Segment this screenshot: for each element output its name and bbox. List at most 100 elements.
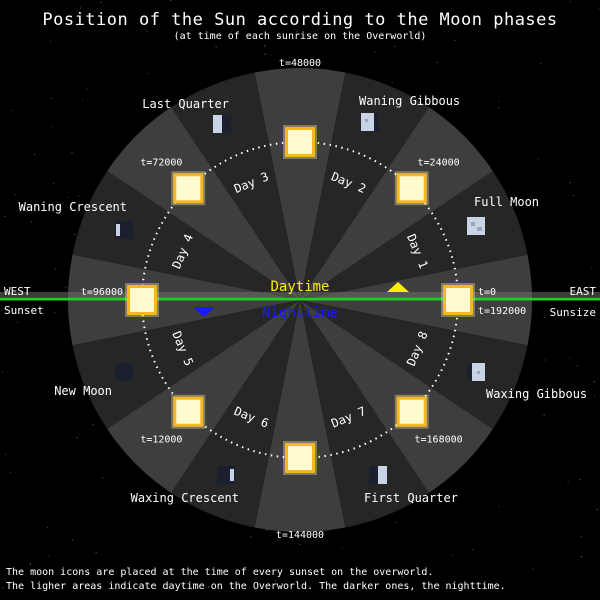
tick-label: t=96000 <box>81 287 123 298</box>
star <box>396 521 398 523</box>
first-quarter-moon-icon <box>369 466 387 484</box>
west-label: WEST <box>4 285 31 298</box>
waxing-gibbous-moon-icon <box>467 363 485 381</box>
tick-label: t=0 <box>478 287 496 298</box>
star <box>31 221 32 223</box>
star <box>293 38 294 40</box>
tick-label: t=168000 <box>415 435 463 446</box>
waxing-crescent-moon-icon <box>217 466 235 484</box>
nighttime-sector <box>171 72 300 301</box>
star <box>543 414 545 416</box>
daytime-sector <box>254 68 346 300</box>
tick-label: t=48000 <box>279 58 321 69</box>
star <box>498 101 500 103</box>
star <box>34 154 36 156</box>
star <box>92 424 94 426</box>
star <box>2 587 4 589</box>
star <box>544 359 546 361</box>
star <box>573 195 575 196</box>
tick-label: t=72000 <box>140 157 182 168</box>
moon-phase-label: Waxing Gibbous <box>486 387 587 401</box>
star <box>76 437 78 439</box>
nighttime-sector <box>72 171 301 300</box>
star <box>452 554 454 556</box>
star <box>498 505 500 507</box>
star <box>147 73 149 75</box>
waning-gibbous-moon-icon <box>361 113 379 131</box>
star <box>472 548 474 550</box>
tick-label: t=192000 <box>478 306 526 317</box>
star <box>95 552 97 554</box>
star <box>580 536 582 538</box>
nighttime-sector <box>300 300 528 429</box>
star <box>498 107 500 108</box>
star <box>540 62 542 64</box>
star <box>567 481 569 483</box>
sun-icon <box>171 171 206 206</box>
star <box>594 381 595 383</box>
star <box>5 453 7 455</box>
star <box>402 576 404 578</box>
star <box>55 296 57 298</box>
star <box>51 97 52 99</box>
star <box>569 357 571 359</box>
star <box>146 30 148 32</box>
star <box>570 1 571 3</box>
star <box>270 54 272 56</box>
sun-icon <box>171 394 206 429</box>
star <box>4 215 6 217</box>
star <box>543 316 545 318</box>
tick-labels: t=0t=192000t=24000t=48000t=72000t=96000t… <box>81 58 526 541</box>
star <box>569 182 571 184</box>
moon-phase-label: Waning Crescent <box>19 200 127 214</box>
sun-markers <box>125 125 475 475</box>
daytime-sector <box>300 107 493 300</box>
star <box>47 555 49 557</box>
star <box>342 548 344 550</box>
star <box>71 152 73 154</box>
star <box>275 580 277 582</box>
star <box>208 586 210 588</box>
star <box>596 509 598 510</box>
star <box>374 51 376 53</box>
star <box>250 536 252 538</box>
star <box>54 268 56 270</box>
star <box>591 267 593 269</box>
footer-note-2: The ligher areas indicate daytime on the… <box>6 581 506 592</box>
waning-crescent-moon-icon <box>115 221 133 239</box>
daytime-sector <box>107 300 300 493</box>
moon-phase-label: New Moon <box>54 384 112 398</box>
star <box>170 0 172 1</box>
star <box>72 539 74 541</box>
star <box>67 196 69 198</box>
star <box>454 40 456 41</box>
star <box>215 46 217 48</box>
star <box>299 543 301 545</box>
moon-phase-label: First Quarter <box>364 491 458 505</box>
star <box>521 392 523 394</box>
sun-icon <box>125 283 159 317</box>
moon-phase-label: Waning Gibbous <box>359 94 460 108</box>
star <box>51 126 53 128</box>
star <box>594 395 596 397</box>
star <box>30 563 31 565</box>
sun-icon <box>283 125 317 159</box>
terrain-strip <box>0 292 600 297</box>
sun-icon <box>394 394 429 429</box>
star <box>74 234 76 236</box>
last-quarter-moon-icon <box>213 115 231 133</box>
sunset-label: Sunset <box>4 304 44 317</box>
daytime-sector <box>107 107 300 300</box>
moon-phase-label: Full Moon <box>474 195 539 209</box>
star <box>53 183 54 185</box>
star <box>264 45 266 47</box>
star <box>49 12 51 14</box>
star <box>581 556 582 558</box>
sun-icon <box>394 171 429 206</box>
star <box>53 211 55 213</box>
star <box>266 529 268 531</box>
star <box>264 53 266 55</box>
day-night-sectors <box>68 68 532 532</box>
